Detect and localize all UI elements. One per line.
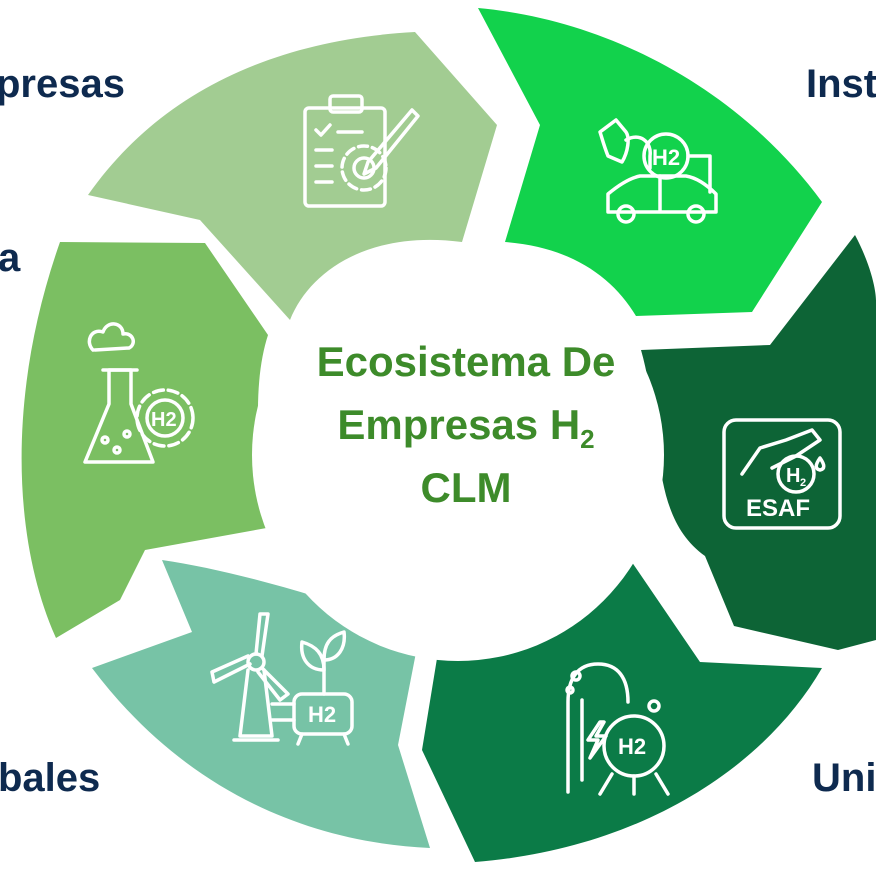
esaf-fuel-icon: H 2 ESAF bbox=[722, 418, 842, 530]
h2-label: H2 bbox=[652, 145, 680, 170]
center-title-line-1: Ecosistema De bbox=[316, 338, 616, 385]
label-bottom-left: bales bbox=[0, 756, 101, 800]
h2-tank-label: H2 bbox=[618, 734, 646, 759]
center-title-line-2-text: Empresas H bbox=[337, 401, 581, 448]
center-title: Ecosistema De Empresas H2 CLM bbox=[266, 330, 666, 580]
center-title-line-3: CLM bbox=[420, 464, 512, 511]
center-circle bbox=[252, 249, 664, 661]
center-title-line-2: Empresas H2 bbox=[266, 393, 666, 456]
label-left: a bbox=[0, 236, 21, 280]
h2-generator-label: H2 bbox=[308, 702, 336, 727]
lab-flask-gear-icon: H2 bbox=[83, 322, 195, 464]
center-title-line-2-subscript: 2 bbox=[580, 424, 595, 454]
label-top-left: presas bbox=[0, 62, 125, 106]
segment-right bbox=[641, 235, 876, 650]
h-sub-label: 2 bbox=[800, 477, 806, 489]
clipboard-gear-icon bbox=[303, 94, 420, 208]
esaf-label: ESAF bbox=[746, 495, 810, 522]
wind-turbine-h2-icon: H2 bbox=[210, 612, 354, 746]
segment-top-left bbox=[88, 32, 497, 320]
hydrogen-tank-icon: H2 bbox=[565, 662, 670, 796]
label-top-right: Inst bbox=[806, 62, 876, 106]
hydrogen-car-refuel-icon: H2 bbox=[598, 118, 718, 224]
h2-flask-label: H2 bbox=[151, 409, 177, 431]
label-bottom-right: Uni bbox=[812, 756, 876, 800]
h-label: H bbox=[786, 465, 800, 487]
